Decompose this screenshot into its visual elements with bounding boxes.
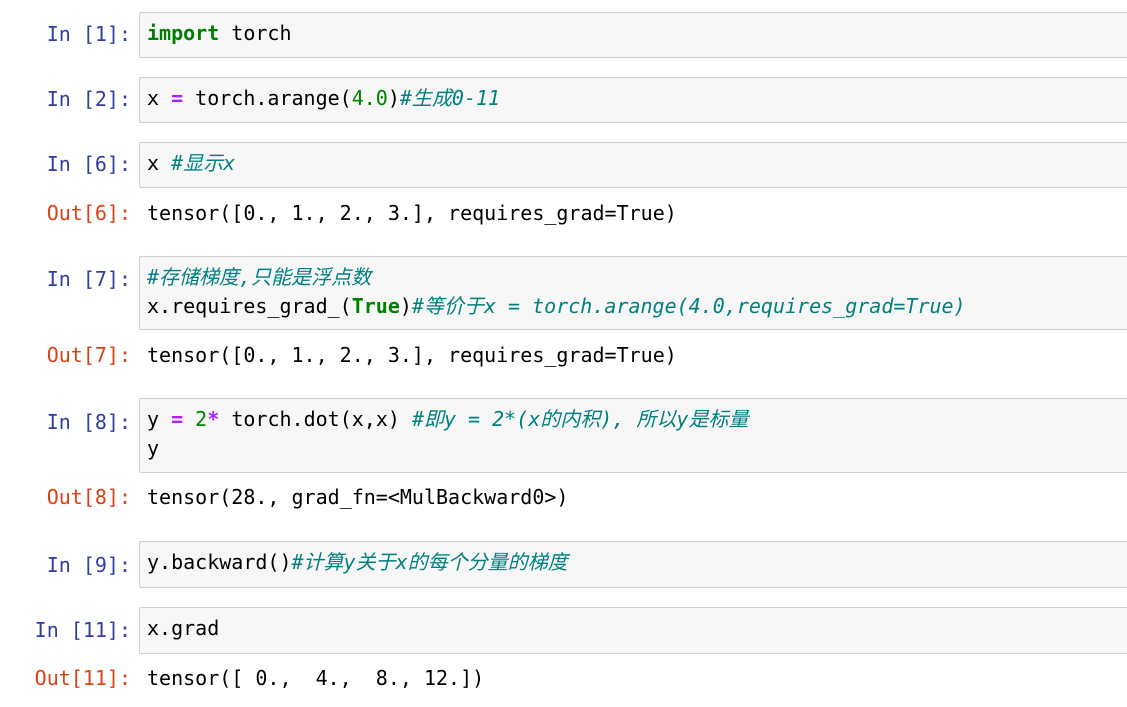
code-comment: #计算y关于x的每个分量的梯度 [291,550,568,574]
code-comment: #等价于x = torch.arange(4.0,requires_grad=T… [411,294,966,318]
keyword: True [351,294,400,318]
code-input-area[interactable]: x = torch.arange(4.0)#生成0-11 [139,77,1127,123]
code-line: y [147,434,1127,463]
code-line: #存储梯度,只能是浮点数 [147,263,1127,292]
cell-output: tensor([ 0., 4., 8., 12.]) [147,666,485,690]
output-prompt: Out[6]: [46,201,131,225]
input-prompt: In [7]: [46,267,131,291]
code-line: y = 2* torch.dot(x,x) #即y = 2*(x的内积), 所以… [147,405,1127,434]
input-prompt: In [11]: [34,618,131,642]
input-prompt: In [1]: [46,22,131,46]
code-text: torch.dot(x,x) [219,407,412,431]
code-line: import torch [147,19,1127,48]
number-literal: 2 [183,407,208,431]
operator: = [171,407,184,431]
code-text: y [147,436,160,460]
code-line: x.requires_grad_(True)#等价于x = torch.aran… [147,292,1127,321]
code-text: x.requires_grad_( [147,294,352,318]
output-prompt: Out[8]: [46,485,131,509]
code-text: ) [399,294,412,318]
code-input-area[interactable]: x.grad [139,607,1127,654]
number-literal: 4.0 [351,86,388,110]
code-text: x [147,151,172,175]
cell-output: tensor([0., 1., 2., 3.], requires_grad=T… [147,201,677,225]
code-text: torch.arange( [183,86,352,110]
code-line: x = torch.arange(4.0)#生成0-11 [147,84,1127,113]
code-comment: #存储梯度,只能是浮点数 [147,265,372,289]
code-input-area[interactable]: y = 2* torch.dot(x,x) #即y = 2*(x的内积), 所以… [139,398,1127,473]
code-input-area[interactable]: x #显示x [139,142,1127,188]
cell-output: tensor(28., grad_fn=<MulBackward0>) [147,485,569,509]
code-text: y.backward() [147,550,292,574]
code-input-area[interactable]: import torch [139,12,1127,58]
code-text: y [147,407,172,431]
code-input-area[interactable]: #存储梯度,只能是浮点数 x.requires_grad_(True)#等价于x… [139,256,1127,330]
output-prompt: Out[7]: [46,343,131,367]
code-line: x #显示x [147,149,1127,178]
input-prompt: In [9]: [46,553,131,577]
code-comment: #即y = 2*(x的内积), 所以y是标量 [411,407,749,431]
input-prompt: In [6]: [46,152,131,176]
code-comment: #显示x [171,151,236,175]
code-text: x [147,86,172,110]
operator: * [207,407,220,431]
keyword: import [147,21,220,45]
cell-output: tensor([0., 1., 2., 3.], requires_grad=T… [147,343,677,367]
input-prompt: In [8]: [46,410,131,434]
input-prompt: In [2]: [46,87,131,111]
output-prompt: Out[11]: [34,666,131,690]
operator: = [171,86,184,110]
code-text: torch [219,21,292,45]
code-line: y.backward()#计算y关于x的每个分量的梯度 [147,548,1127,577]
code-text: ) [387,86,400,110]
code-text: x.grad [147,616,220,640]
code-comment: #生成0-11 [399,86,501,110]
code-input-area[interactable]: y.backward()#计算y关于x的每个分量的梯度 [139,541,1127,588]
code-line: x.grad [147,614,1127,643]
